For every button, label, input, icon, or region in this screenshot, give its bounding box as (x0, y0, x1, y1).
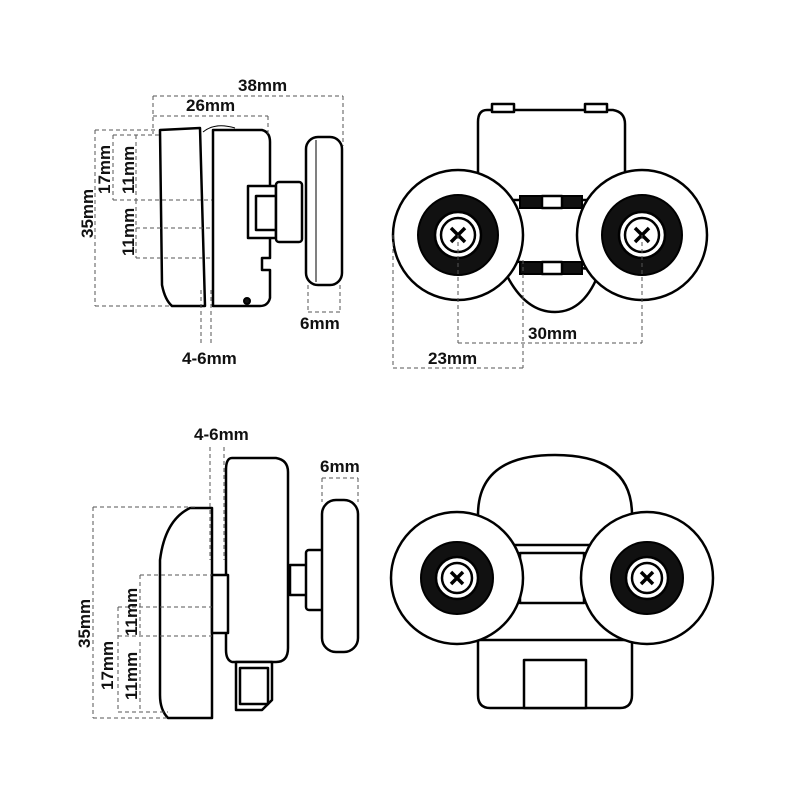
top-front-axle-lower-core (540, 260, 564, 276)
label-11mm-lower: 11mm (119, 208, 138, 256)
label-26mm: 26mm (186, 96, 235, 115)
screw-cross-icon (449, 570, 465, 586)
bottom-side-pin (210, 573, 230, 635)
label-11mm-upper: 11mm (119, 146, 138, 194)
bottom-side-housing (224, 456, 290, 664)
top-front-tab-right (583, 102, 609, 114)
bottom-front-view (389, 453, 715, 710)
top-side-shaft (274, 180, 304, 244)
bottom-side-leg-slot (238, 666, 270, 706)
label-6mm: 6mm (300, 314, 340, 333)
bottom-side-view: 4-6mm 6mm 35mm 11mm 17mm 11mm (75, 425, 360, 720)
screw-cross-icon (639, 570, 655, 586)
label-17mm-b: 17mm (98, 641, 117, 690)
top-side-view: 38mm 26mm 35mm 17mm 11mm 11mm 6mm 4-6mm (78, 76, 344, 368)
label-4-6mm-b: 4-6mm (194, 425, 249, 444)
top-side-screw (243, 297, 251, 305)
bottom-side-body-plate (158, 506, 214, 720)
bottom-front-base-slot (522, 658, 588, 710)
label-11mm-lower-b: 11mm (122, 652, 141, 700)
top-front-view: 30mm 23mm (391, 102, 709, 369)
bottom-front-dome (476, 453, 634, 547)
label-4-6mm: 4-6mm (182, 349, 237, 368)
label-30mm: 30mm (528, 324, 577, 343)
bottom-front-bridge (518, 551, 586, 605)
label-38mm: 38mm (238, 76, 287, 95)
label-35mm: 35mm (78, 189, 97, 238)
top-side-clip (202, 125, 236, 133)
top-side-pin-inner (254, 194, 278, 232)
top-side-wheel (304, 135, 344, 287)
label-6mm-b: 6mm (320, 457, 360, 476)
top-side-body-plate (158, 126, 207, 308)
top-side-housing (211, 128, 272, 308)
top-front-tab-left (490, 102, 516, 114)
label-23mm: 23mm (428, 349, 477, 368)
bottom-side-wheel (320, 498, 360, 654)
label-17mm: 17mm (95, 145, 114, 194)
label-11mm-upper-b: 11mm (122, 588, 141, 636)
label-35mm-b: 35mm (75, 599, 94, 648)
top-front-axle-upper-core (540, 194, 564, 210)
